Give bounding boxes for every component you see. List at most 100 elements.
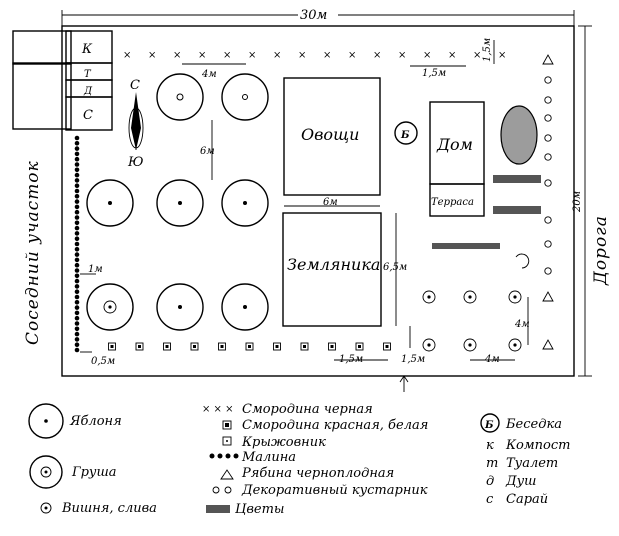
raspberry-bush bbox=[74, 241, 80, 247]
chokeberry-bush bbox=[542, 339, 554, 350]
currant-bush bbox=[383, 342, 391, 351]
decorative-shrub bbox=[544, 267, 552, 275]
dim-6m-vertical-label: 6м bbox=[200, 146, 215, 157]
dim-05m-label: 0,5м bbox=[91, 356, 115, 367]
raspberry-bush bbox=[74, 231, 80, 236]
house-label: Дом bbox=[436, 135, 473, 154]
gazebo-mark: Б bbox=[400, 130, 410, 141]
legend-toilet: Туалет bbox=[506, 456, 558, 471]
strawberry-bed bbox=[282, 212, 382, 327]
raspberry-row bbox=[74, 135, 80, 353]
legend-decorative-shrub: Декоративный кустарник bbox=[241, 483, 428, 498]
currant-bush bbox=[190, 342, 199, 351]
currant-bush bbox=[108, 342, 116, 351]
currant-bush bbox=[300, 342, 309, 351]
apple-tree bbox=[221, 179, 269, 227]
raspberry-bush bbox=[74, 278, 80, 284]
compass: С Ю bbox=[127, 78, 144, 170]
raspberry-bush bbox=[74, 172, 80, 178]
black-currant-bush: × bbox=[323, 50, 331, 61]
black-currant-bush: × bbox=[448, 50, 456, 61]
legend-gazebo-mark: Б bbox=[484, 420, 494, 431]
currant-bush bbox=[355, 342, 364, 351]
vegetables-label: Овощи bbox=[301, 125, 359, 144]
legend-chokeberry: Рябина черноплодная bbox=[241, 466, 394, 481]
raspberry-bush bbox=[74, 315, 80, 321]
chokeberry-bush bbox=[542, 291, 554, 302]
currant-bush bbox=[328, 342, 336, 351]
legend-black-currant: Смородина черная bbox=[242, 402, 373, 417]
raspberry-bush bbox=[74, 273, 80, 279]
legend-shower: Душ bbox=[505, 474, 536, 489]
legend-red-currant: Смородина красная, белая bbox=[242, 418, 428, 433]
apple-tree bbox=[156, 179, 204, 227]
apple-tree bbox=[86, 179, 134, 227]
legend-raspberry: Малина bbox=[241, 450, 296, 465]
gazebo bbox=[394, 121, 418, 145]
svg-text:× × ×: × × × bbox=[202, 404, 234, 415]
outbuilding-left-box bbox=[12, 30, 72, 65]
shed-box bbox=[65, 96, 113, 131]
raspberry-bush bbox=[74, 305, 80, 310]
raspberry-bush bbox=[74, 141, 80, 146]
raspberry-bush bbox=[74, 183, 80, 188]
flower-bed bbox=[493, 206, 541, 214]
decorative-shrub bbox=[544, 240, 552, 248]
black-currant-bush: × bbox=[223, 50, 231, 61]
raspberry-bush bbox=[74, 337, 80, 342]
raspberry-bush bbox=[74, 220, 80, 226]
compass-north: С bbox=[130, 78, 140, 93]
currant-bush bbox=[273, 342, 281, 351]
raspberry-bush bbox=[74, 310, 80, 316]
terrace bbox=[429, 183, 485, 217]
dim-15m-bottom2-label: 1,5м bbox=[401, 354, 425, 365]
raspberry-bush bbox=[74, 247, 80, 252]
dim-4m-top-label: 4м bbox=[201, 69, 217, 80]
path-arc bbox=[515, 253, 530, 269]
legend-gazebo: Беседка bbox=[505, 417, 562, 432]
black-currant-bush: × bbox=[473, 50, 481, 61]
raspberry-bush bbox=[74, 257, 80, 263]
raspberry-bush bbox=[74, 194, 80, 199]
compost-heap bbox=[500, 105, 538, 165]
outbuilding-left-lower bbox=[12, 62, 72, 130]
black-currant-bush: × bbox=[373, 50, 381, 61]
building-d-label: Д bbox=[83, 86, 93, 97]
building-t-label: Т bbox=[84, 69, 92, 80]
raspberry-bush bbox=[74, 294, 80, 300]
building-k-label: К bbox=[81, 42, 93, 57]
raspberry-bush bbox=[74, 347, 80, 353]
currant-bush bbox=[245, 342, 254, 351]
legend-shed-mark: с bbox=[486, 492, 494, 507]
terrace-label: Терраса bbox=[431, 197, 474, 208]
raspberry-bush bbox=[74, 262, 80, 268]
legend-shed: Сарай bbox=[506, 492, 548, 507]
cherry-plum-trees bbox=[422, 290, 522, 352]
currant-bush bbox=[135, 342, 144, 351]
raspberry-bush bbox=[74, 162, 80, 167]
height-total-label: 20м bbox=[572, 191, 583, 213]
decorative-shrub bbox=[544, 153, 552, 161]
raspberry-bush bbox=[74, 326, 80, 332]
dim-65m-label: 6,5м bbox=[383, 262, 407, 273]
tree-grid bbox=[86, 73, 269, 331]
black-currant-bush: × bbox=[273, 50, 281, 61]
legend-apple: Яблоня bbox=[69, 414, 122, 429]
decorative-shrub bbox=[544, 76, 552, 84]
strawberry-label: Земляника bbox=[287, 255, 380, 274]
raspberry-bush bbox=[74, 300, 80, 305]
black-currant-bush: × bbox=[173, 50, 181, 61]
legend-compost-mark: к bbox=[486, 438, 494, 453]
dim-4m-right-label: 4м bbox=[514, 319, 530, 330]
raspberry-bush bbox=[74, 289, 80, 295]
raspberry-bush bbox=[74, 188, 80, 194]
legend-compost: Компост bbox=[505, 438, 570, 453]
right-bushes bbox=[542, 54, 554, 350]
neighbor-plot-label: Соседний участок bbox=[23, 160, 43, 345]
raspberry-bush bbox=[74, 342, 80, 348]
black-currant-bush: × bbox=[148, 50, 156, 61]
raspberry-bush bbox=[74, 225, 80, 231]
decorative-shrub bbox=[544, 134, 552, 142]
compass-south: Ю bbox=[127, 155, 144, 170]
